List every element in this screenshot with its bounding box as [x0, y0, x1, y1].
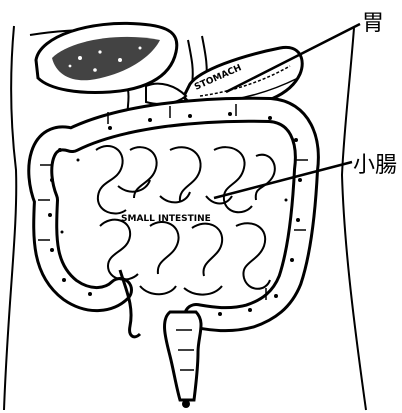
liver [36, 23, 177, 92]
stomach-label: 胃 [362, 11, 384, 36]
small-intestine-en-label: SMALL INTESTINE [121, 214, 211, 224]
large-intestine [38, 104, 308, 319]
small-intestine-leader-line [214, 162, 352, 198]
small-intestine-label: 小腸 [353, 153, 397, 178]
rectum [165, 312, 202, 408]
